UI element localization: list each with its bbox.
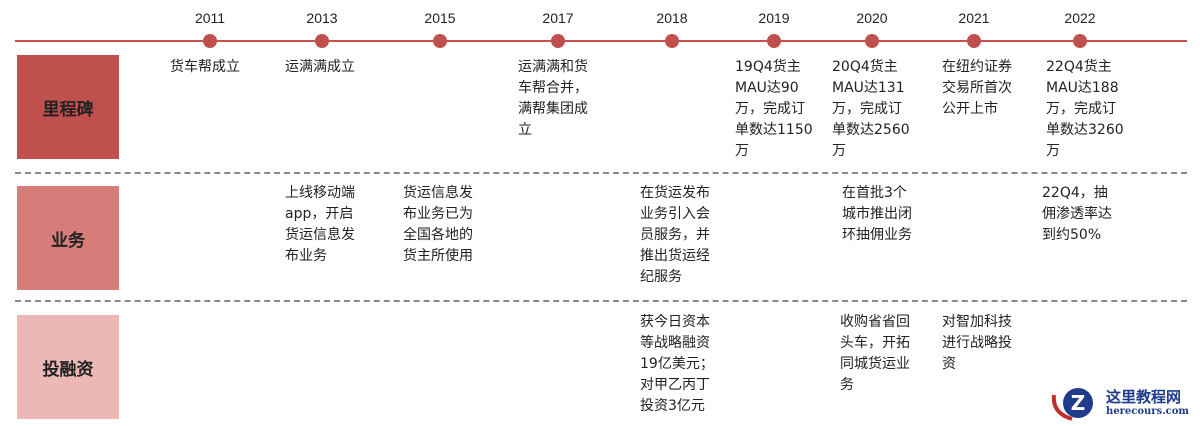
event-text: 运满满和货 车帮合并， 满帮集团成 立 [518,59,588,138]
event-text: 在首批3个 城市推出闭 环抽佣业务 [842,185,912,243]
row-separator [15,172,1187,174]
timeline-dot-2018 [665,34,679,48]
year-label: 2017 [542,10,574,26]
row-separator [15,300,1187,302]
event-text: 19Q4货主 MAU达90 万，完成订 单数达1150 万 [735,59,813,159]
timeline-dot-2011 [203,34,217,48]
watermark-title: 这里教程网 [1106,388,1182,406]
row-label: 投融资 [17,315,119,419]
row-label: 业务 [17,186,119,290]
event-text: 收购省省回 头车，开拓 同城货运业 务 [840,314,910,393]
timeline-dot-2022 [1073,34,1087,48]
year-label: 2015 [424,10,456,26]
timeline-dot-2015 [433,34,447,48]
timeline-dot-2013 [315,34,329,48]
timeline-dot-2019 [767,34,781,48]
timeline-dot-2017 [551,34,565,48]
event-text: 在纽约证券 交易所首次 公开上市 [942,59,1012,117]
event-text: 运满满成立 [285,59,355,75]
year-label: 2011 [194,10,226,26]
event-text: 货运信息发 布业务已为 全国各地的 货主所使用 [403,185,473,264]
event-text: 对智加科技 进行战略投 资 [942,314,1012,372]
timeline-dot-2020 [865,34,879,48]
event-text: 22Q4，抽 佣渗透率达 到约50% [1042,185,1112,243]
z-logo-icon: Z [1051,388,1093,421]
year-label: 2018 [656,10,688,26]
event-text: 货车帮成立 [170,59,240,75]
year-label: 2019 [758,10,790,26]
timeline-axis [15,40,1187,42]
year-label: 2022 [1064,10,1096,26]
timeline-dot-2021 [967,34,981,48]
event-text: 获今日资本 等战略融资 19亿美元； 对甲乙丙丁 投资3亿元 [640,314,714,414]
watermark-logo: Z 这里教程网 herecours.com [1050,383,1189,423]
svg-text:Z: Z [1071,391,1086,415]
event-text: 在货运发布 业务引入会 员服务，并 推出货运经 纪服务 [640,185,710,285]
year-label: 2020 [856,10,888,26]
year-label: 2013 [306,10,338,26]
row-label: 里程碑 [17,55,119,159]
event-text: 上线移动端 app，开启 货运信息发 布业务 [285,185,355,264]
event-text: 22Q4货主 MAU达188 万，完成订 单数达3260 万 [1046,59,1124,159]
year-label: 2021 [958,10,990,26]
event-text: 20Q4货主 MAU达131 万，完成订 单数达2560 万 [832,59,910,159]
watermark-url: herecours.com [1106,406,1190,417]
